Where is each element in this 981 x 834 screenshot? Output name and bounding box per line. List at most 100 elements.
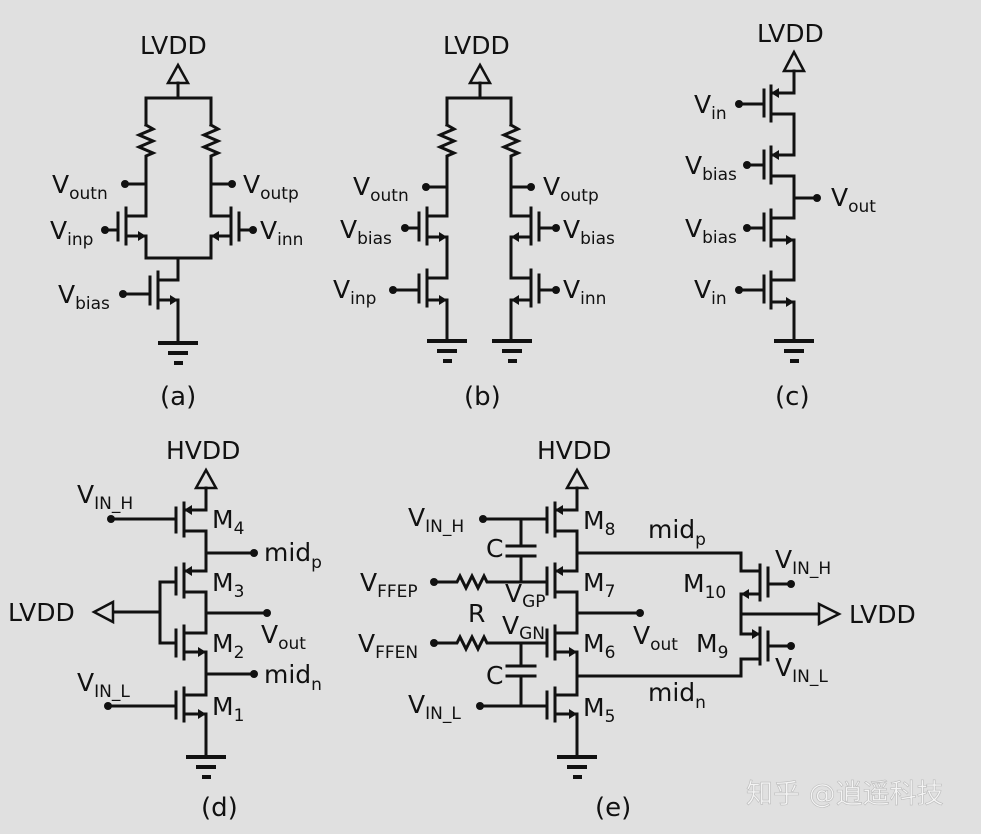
arrow-icon — [198, 709, 206, 719]
label-m5: M5 — [583, 693, 615, 727]
arrow-icon — [569, 647, 577, 657]
terminal-dot — [787, 580, 795, 588]
panel-a: LVDD Voutn Voutp Vinp Vinn Vbias (a) — [50, 31, 303, 412]
label-vinn: Vinn — [563, 275, 606, 309]
panel-c: LVDD Vin Vbias Vbias Vin Vout (c) — [685, 19, 876, 412]
ground-icon — [557, 755, 597, 779]
label-m4: M4 — [212, 505, 244, 539]
label-m1: M1 — [212, 692, 244, 726]
label-vin-l-right: VIN_L — [775, 653, 828, 687]
label-vinp: Vinp — [50, 216, 93, 250]
label-m9: M9 — [696, 629, 728, 663]
resistor-right — [200, 122, 222, 198]
label-vbias-left: Vbias — [340, 215, 392, 249]
ground-icon — [186, 755, 226, 779]
arrow-icon — [786, 235, 794, 245]
arrow-icon — [752, 629, 760, 639]
label-vin-h-right: VIN_H — [775, 545, 831, 579]
label-cap-top: C — [486, 534, 503, 563]
supply-label: HVDD — [537, 436, 611, 465]
resistor-left — [135, 122, 157, 198]
arrow-icon — [211, 231, 219, 241]
label-m7: M7 — [583, 568, 615, 602]
terminal-dot — [479, 515, 487, 523]
label-voutp: Voutp — [243, 170, 299, 204]
resistor-right — [500, 122, 522, 198]
label-vffep: VFFEP — [360, 568, 418, 602]
label-vgn: VGN — [502, 611, 545, 644]
label-midn: midn — [648, 678, 706, 713]
capacitor-top — [505, 517, 537, 584]
terminal-dot — [476, 702, 484, 710]
terminal-dot — [552, 224, 560, 232]
lvdd-symbol — [91, 599, 115, 625]
arrow-icon — [555, 505, 563, 515]
label-vbias: Vbias — [58, 280, 110, 314]
label-m6: M6 — [583, 629, 615, 663]
terminal-dot — [743, 161, 751, 169]
supply-label: HVDD — [166, 436, 240, 465]
label-voutp: Voutp — [543, 172, 599, 206]
nmos-inp — [104, 194, 148, 260]
label-m10: M10 — [683, 569, 726, 603]
terminal-dot — [101, 226, 109, 234]
ground-icon — [492, 339, 532, 363]
caption: (e) — [595, 793, 631, 823]
terminal-dot — [389, 286, 397, 294]
terminal-dot — [552, 286, 560, 294]
label-vin-h: VIN_H — [408, 503, 464, 537]
arrow-icon — [511, 232, 519, 242]
terminal-dot — [107, 515, 115, 523]
arrow-icon — [569, 709, 577, 719]
arrow-icon — [138, 231, 146, 241]
terminal-dot — [104, 702, 112, 710]
label-res: R — [468, 599, 485, 628]
label-vbias-top: Vbias — [685, 151, 737, 185]
panel-d: HVDD LVDD VIN_H VIN_L midp Vout midn M4 … — [8, 436, 322, 823]
label-vin-h: VIN_H — [77, 480, 133, 514]
driver-stack — [478, 486, 579, 759]
arrow-icon — [741, 589, 749, 599]
bias-supply-label: LVDD — [849, 600, 916, 629]
label-m2: M2 — [212, 629, 244, 663]
arrow-icon — [439, 295, 447, 305]
terminal-dot — [249, 226, 257, 234]
wire — [445, 81, 513, 127]
label-vin-top: Vin — [694, 90, 727, 124]
terminal-dot — [250, 670, 258, 678]
resistor-left — [436, 122, 458, 198]
resistor-bottom — [434, 633, 523, 653]
caption: (a) — [160, 382, 196, 412]
arrow-icon — [771, 150, 779, 160]
panel-e: HVDD LVDD VIN_H VFFEP VFFEN VIN_L C C — [358, 436, 916, 823]
caption: (c) — [775, 382, 810, 412]
lvdd-symbol — [817, 601, 842, 627]
terminal-dot — [787, 642, 795, 650]
nmos-stack-left — [392, 194, 449, 343]
wire — [144, 81, 213, 127]
terminal-dot — [636, 609, 644, 617]
terminal-dot — [422, 183, 430, 191]
caption: (d) — [201, 793, 238, 823]
label-vinn: Vinn — [260, 216, 303, 250]
label-vinp: Vinp — [333, 275, 376, 309]
terminal-dot — [735, 286, 743, 294]
label-vin-l: VIN_L — [77, 668, 130, 702]
terminal-dot — [735, 100, 743, 108]
label-voutn: Voutn — [52, 170, 108, 204]
supply-label: LVDD — [443, 31, 510, 60]
terminal-dot — [121, 180, 129, 188]
supply-symbol — [564, 467, 590, 490]
label-midn: midn — [264, 660, 322, 695]
label-cap-bottom: C — [486, 661, 503, 690]
arrow-icon — [439, 232, 447, 242]
supply-label: LVDD — [140, 31, 207, 60]
arrow-icon — [771, 88, 779, 98]
terminal-dot — [430, 639, 438, 647]
arrow-icon — [170, 295, 178, 305]
label-midp: midp — [648, 515, 706, 550]
label-vin-l: VIN_L — [408, 690, 461, 724]
terminal-dot — [813, 194, 821, 202]
label-voutn: Voutn — [353, 172, 409, 206]
